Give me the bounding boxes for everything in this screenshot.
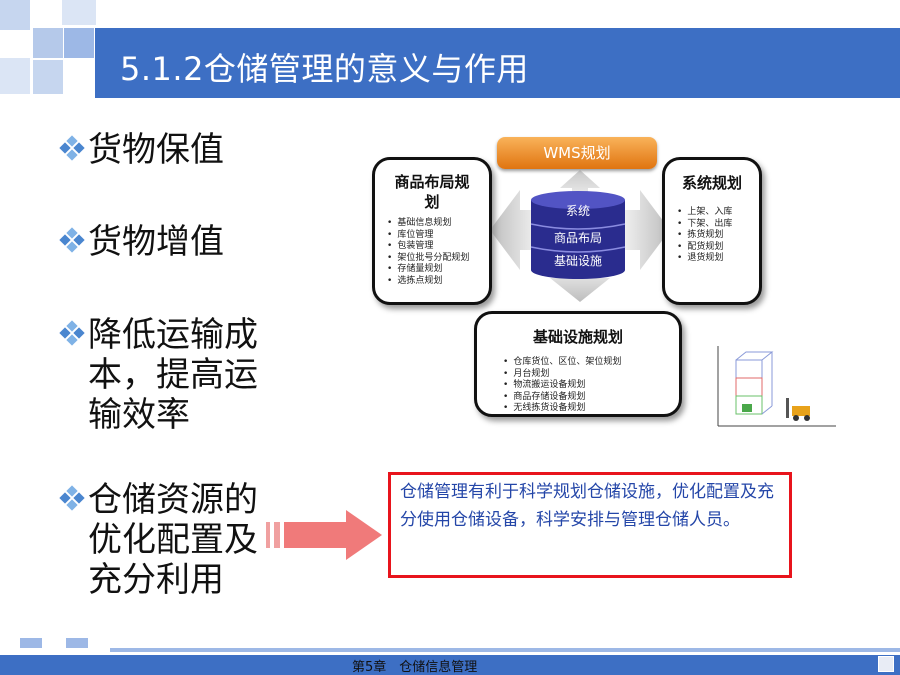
list-item: 包装管理 [387,241,489,253]
decor-square [62,0,96,25]
bullet-item: 货物保值 [58,130,268,170]
footer-bar [0,655,900,675]
list-item: 月台规划 [503,369,679,381]
title-bar [95,28,900,98]
diamond-bullet-icon [59,320,85,346]
box-title: 商品布局规划 [394,173,470,211]
box-list: 基础信息规划 库位管理 包装管理 架位批号分配规划 存储量规划 选拣点规划 [375,218,489,287]
list-item: 无线拣货设备规划 [503,403,679,415]
box-list: 上架、入库 下架、出库 拣货规划 配货规划 退货规划 [665,207,759,265]
list-item: 拣货规划 [677,230,759,242]
right-arrow-shape [625,190,670,270]
diamond-bullet-icon [59,485,85,511]
box-title: 系统规划 [681,174,742,192]
slide-nav-button[interactable] [878,656,894,672]
cylinder-layer-label: 商品布局 [553,231,602,245]
decor-square [20,638,42,648]
diamond-bullet-icon [59,135,85,161]
page-title: 5.1.2仓储管理的意义与作用 [120,50,529,88]
layout-planning-box: 商品布局规划 基础信息规划 库位管理 包装管理 架位批号分配规划 存储量规划 选… [372,157,492,305]
list-item: 商品存储设备规划 [503,392,679,404]
footer-chapter-label: 第5章 仓储信息管理 [352,660,478,675]
callout-text: 仓储管理有利于科学规划仓储设施，优化配置及充分使用仓储设备，科学安排与管理仓储人… [400,482,774,530]
list-item: 基础信息规划 [387,218,489,230]
footer-line [110,648,900,652]
cylinder-layer-label: 系统 [565,204,590,218]
infrastructure-planning-box: 基础设施规划 仓库货位、区位、架位规划 月台规划 物流搬运设备规划 商品存储设备… [474,311,682,417]
list-item: 物流搬运设备规划 [503,380,679,392]
decor-square [0,58,30,94]
left-arrow-shape [490,190,535,270]
bullet-item: 降低运输成本，提高运输效率 [58,315,268,435]
list-item: 下架、出库 [677,219,759,231]
list-item: 存储量规划 [387,264,489,276]
up-arrow-shape [560,170,600,198]
bullet-text: 仓储资源的优化配置及充分利用 [88,480,258,600]
bullet-text: 货物增值 [88,222,224,262]
bullet-item: 仓储资源的优化配置及充分利用 [58,480,268,600]
list-item: 选拣点规划 [387,276,489,288]
decor-square [66,638,88,648]
cylinder-layer-label: 基础设施 [553,254,602,268]
diamond-bullet-icon [59,227,85,253]
decor-square [0,0,30,30]
system-planning-box: 系统规划 上架、入库 下架、出库 拣货规划 配货规划 退货规划 [662,157,762,305]
wms-label: WMS规划 [497,137,657,169]
callout-box [388,472,792,578]
bullet-item: 货物增值 [58,222,268,262]
database-cylinder-icon [530,191,626,279]
pink-arrow-icon [266,510,382,560]
list-item: 上架、入库 [677,207,759,219]
decor-square [33,60,63,94]
list-item: 配货规划 [677,242,759,254]
warehouse-rack-icon [717,346,836,427]
list-item: 仓库货位、区位、架位规划 [503,357,679,369]
bullet-text: 降低运输成本，提高运输效率 [88,315,258,435]
pallet-shape [742,404,752,412]
decor-square [33,28,63,58]
decor-square [64,28,94,58]
forklift-body [792,406,810,416]
list-item: 库位管理 [387,230,489,242]
box-title: 基础设施规划 [532,328,623,346]
box-list: 仓库货位、区位、架位规划 月台规划 物流搬运设备规划 商品存储设备规划 无线拣货… [477,357,679,415]
list-item: 退货规划 [677,253,759,265]
bullet-text: 货物保值 [88,130,224,170]
list-item: 架位批号分配规划 [387,253,489,265]
